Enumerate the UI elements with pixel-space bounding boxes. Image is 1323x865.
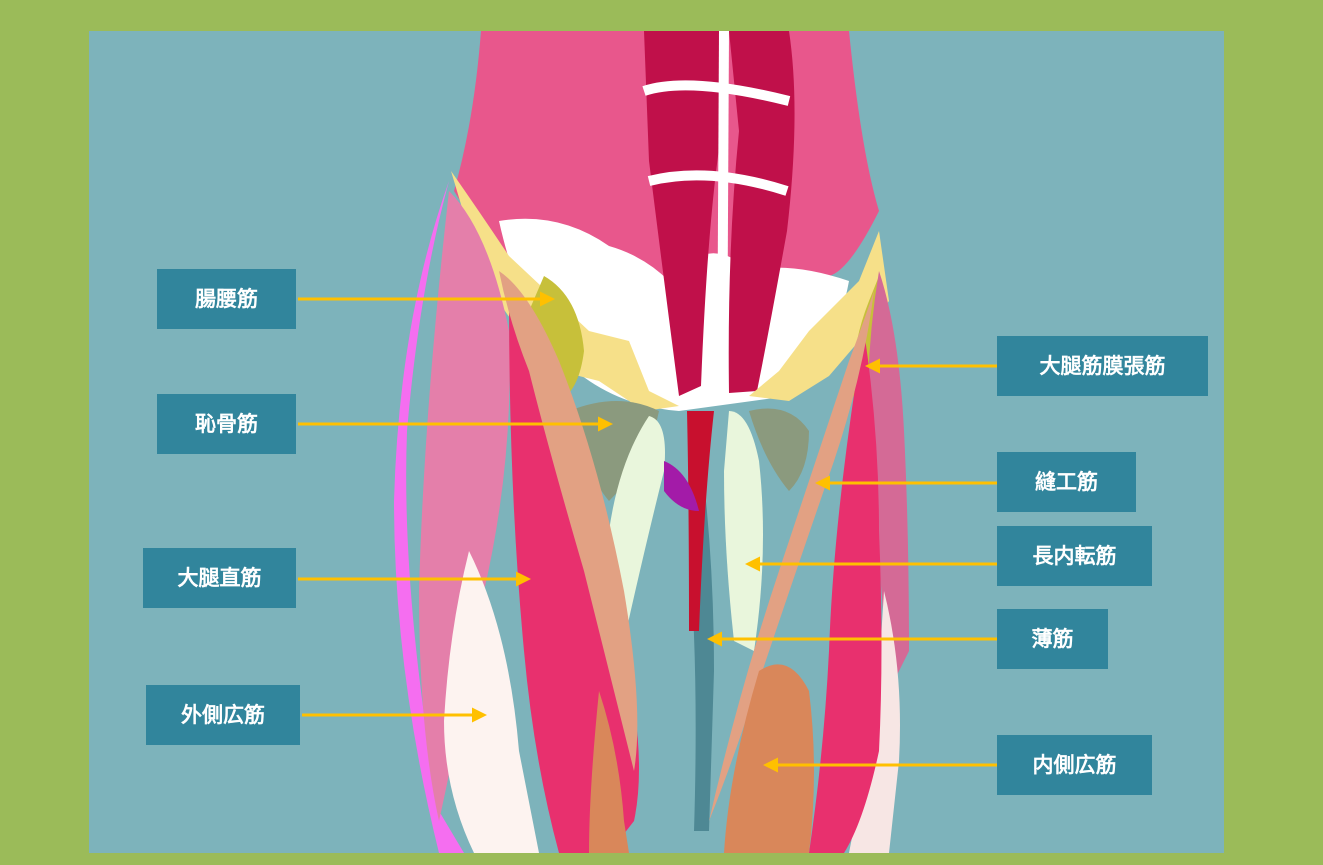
label-adductor-longus: 長内転筋 — [997, 526, 1152, 586]
label-gracilis: 薄筋 — [997, 609, 1108, 669]
label-tensor-fasciae-latae: 大腿筋膜張筋 — [997, 336, 1208, 396]
label-rectus-femoris: 大腿直筋 — [143, 548, 296, 608]
label-sartorius: 縫工筋 — [997, 452, 1136, 512]
label-iliopsoas: 腸腰筋 — [157, 269, 296, 329]
label-pectineus: 恥骨筋 — [157, 394, 296, 454]
label-vastus-medialis: 内側広筋 — [997, 735, 1152, 795]
label-vastus-lateralis: 外側広筋 — [146, 685, 300, 745]
